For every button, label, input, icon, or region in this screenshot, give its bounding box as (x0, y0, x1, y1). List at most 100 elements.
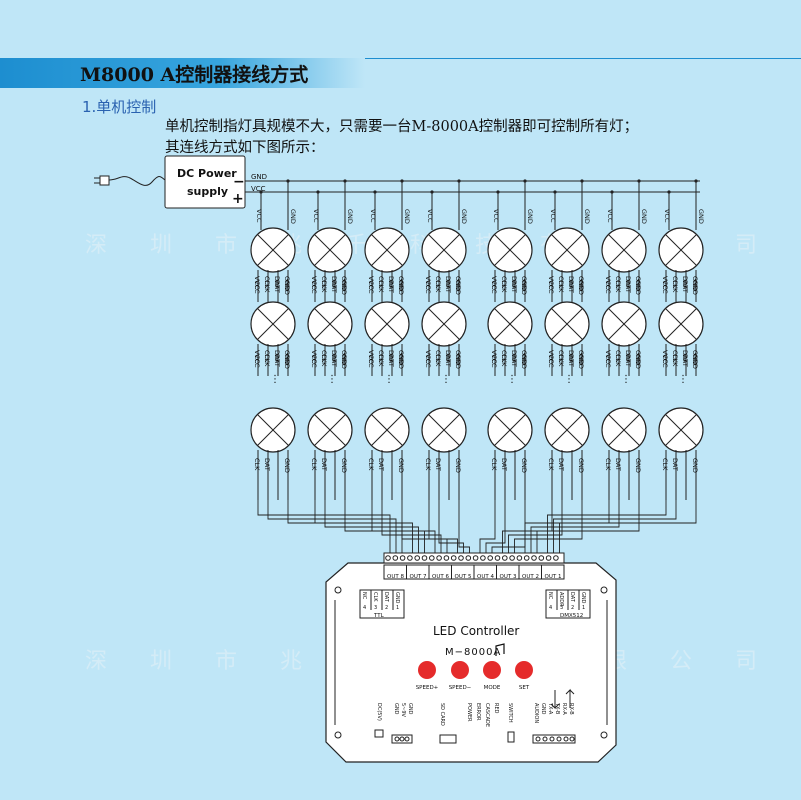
terminal-screw (421, 555, 428, 561)
pin-label-gnd: GND (454, 350, 462, 365)
pin-label-gnd: GND (691, 350, 699, 365)
pin-label-vcc: VCC (661, 276, 669, 290)
pin-label-clk: CLK (310, 458, 318, 471)
terminal-screw (480, 555, 486, 561)
pin-label-vcc: VCC (253, 280, 261, 294)
signal-wire (371, 500, 436, 553)
pin-label-vcc: VCC (312, 209, 320, 223)
port-pin-label: ADDR (558, 592, 564, 607)
terminal-screw (545, 555, 552, 561)
pin-label-clk: CLK (661, 458, 669, 471)
pin-label-gnd: GND (520, 458, 528, 473)
lamp-cross (494, 234, 526, 266)
pin-label-clk: CLK (500, 276, 508, 289)
pin-label-dat: DAT (567, 354, 575, 367)
power-supply-label-1: DC Power (177, 167, 237, 180)
pin-label-dat: DAT (510, 276, 518, 289)
terminal-screw (465, 555, 472, 561)
pin-label-clk: CLK (434, 276, 442, 289)
pin-label-dat: DAT (567, 280, 575, 293)
lamp-cross (428, 308, 460, 340)
bottom-port-label: RED (493, 703, 499, 714)
lamp-cross (665, 234, 697, 266)
pin-label-clk: CLK (557, 354, 565, 367)
pin-label-vcc: VCC (310, 280, 318, 294)
signal-wire (502, 500, 553, 553)
chain-ellipsis: ⋮ (441, 374, 451, 385)
port-pin-number: 4 (549, 605, 552, 611)
pin-label-clk: CLK (320, 276, 328, 289)
pin-label-vcc: VCC (253, 350, 261, 364)
pin-label-dat: DAT (624, 350, 632, 363)
bottom-port-label: RX-A (561, 703, 567, 715)
terminal-screw (429, 555, 435, 561)
terminal-screw (458, 555, 464, 561)
pin-label-gnd: GND (403, 209, 411, 224)
pin-label-clk: CLK (377, 350, 385, 363)
pin-label-vcc: VCC (369, 209, 377, 223)
chain-ellipsis: ⋮ (270, 374, 280, 385)
pin-label-gnd: GND (634, 276, 642, 291)
pin-label-clk: CLK (424, 458, 432, 471)
lamp-cross (257, 234, 289, 266)
description-line-2: 其连线方式如下图所示： (165, 140, 325, 156)
pin-label-gnd: GND (454, 280, 462, 295)
port-pin-label: CLK (372, 592, 378, 602)
pin-label-clk: CLK (500, 280, 508, 293)
watermark-char: 兆 (280, 649, 304, 674)
pin-label-vcc: VCC (253, 354, 261, 368)
pin-label-gnd: GND (634, 354, 642, 369)
controller-model: M−8000A (445, 647, 501, 658)
pin-label-dat: DAT (444, 350, 452, 363)
section-title: 1.单机控制 (82, 98, 157, 116)
signal-wire (401, 500, 448, 553)
pin-label-dat: DAT (444, 276, 452, 289)
pin-label-gnd: GND (283, 354, 291, 369)
pin-label-dat: DAT (330, 354, 338, 367)
pin-label-clk: CLK (434, 350, 442, 363)
lamp-cross (608, 414, 640, 446)
pin-label-gnd: GND (691, 280, 699, 295)
signal-wire (458, 500, 470, 553)
pin-label-dat: DAT (330, 276, 338, 289)
pin-label-dat: DAT (510, 280, 518, 293)
signal-wire (438, 500, 464, 553)
chain-ellipsis: ⋮ (507, 374, 517, 385)
port-label: TTL (373, 613, 385, 619)
button-label: SPEED+ (416, 685, 439, 691)
pin-label-vcc: VCC (310, 350, 318, 364)
pin-label-clk: CLK (377, 280, 385, 293)
pin-label-clk: CLK (320, 354, 328, 367)
pin-label-dat: DAT (434, 458, 442, 471)
terminal-screw (487, 555, 494, 561)
pin-label-gnd: GND (583, 209, 591, 224)
control-button (451, 661, 469, 679)
pin-label-clk: CLK (671, 276, 679, 289)
port-pin-label: GND (394, 592, 400, 604)
tx-rx-arrows-icon (550, 688, 575, 710)
bottom-port-label: AUDION (533, 703, 539, 723)
terminal-screw (472, 555, 479, 561)
pin-label-dat: DAT (567, 350, 575, 363)
terminal-screw (414, 555, 421, 561)
port-pin-label: NC (547, 592, 553, 600)
pin-label-gnd: GND (577, 276, 585, 291)
signal-wire (479, 500, 496, 553)
lamp-cross (494, 414, 526, 446)
lamp-cross (494, 308, 526, 340)
output-label: OUT 1 (545, 574, 562, 580)
pin-label-clk: CLK (490, 458, 498, 471)
signal-wire (267, 500, 397, 553)
pin-label-dat: DAT (681, 350, 689, 363)
pin-label-vcc: VCC (490, 350, 498, 364)
pin-label-vcc: VCC (547, 280, 555, 294)
pin-label-dat: DAT (273, 276, 281, 289)
terminal-screw (523, 555, 530, 561)
pin-label-vcc: VCC (549, 209, 557, 223)
pin-label-gnd: GND (397, 276, 405, 291)
pin-label-gnd: GND (340, 276, 348, 291)
pin-label-clk: CLK (604, 458, 612, 471)
pin-label-dat: DAT (681, 354, 689, 367)
